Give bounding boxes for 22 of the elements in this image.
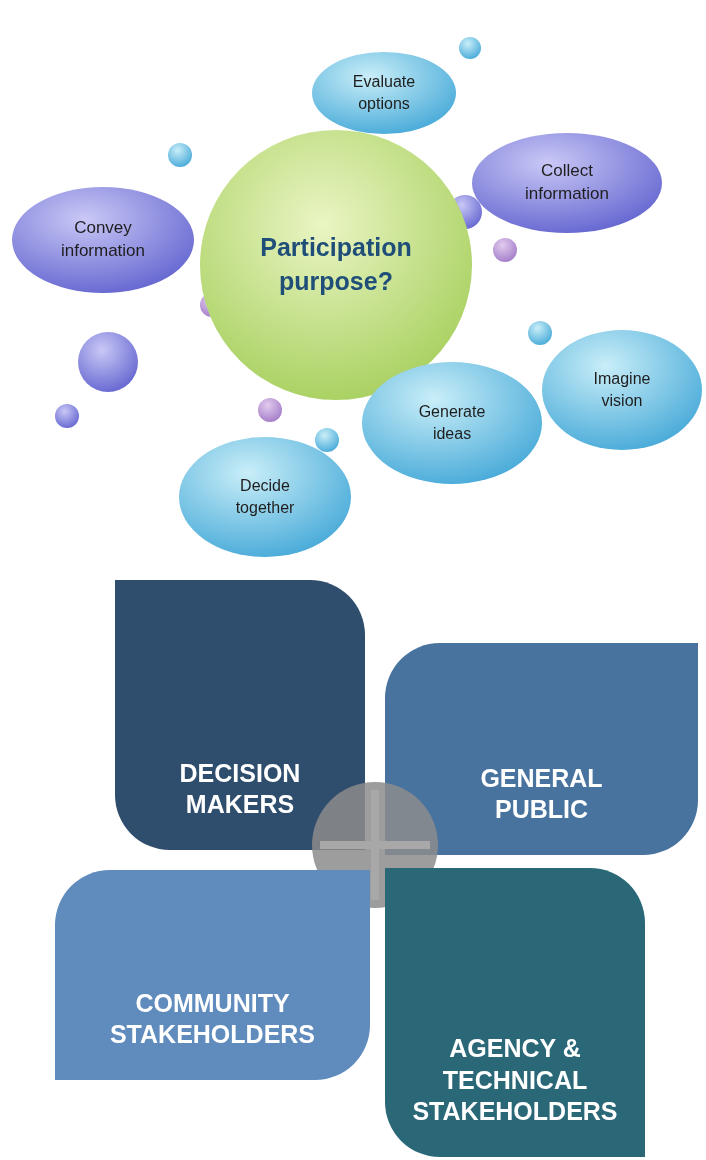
leaf-panel bbox=[115, 580, 365, 850]
oval-bubble bbox=[312, 52, 456, 134]
bubble-label: Convey information bbox=[59, 217, 147, 262]
central-circle bbox=[200, 130, 472, 400]
bubble-label: Evaluate options bbox=[351, 72, 417, 114]
panel-title: DECISION MAKERS bbox=[178, 757, 302, 820]
bubble-label: Generate ideas bbox=[417, 402, 487, 444]
oval-bubble bbox=[542, 330, 702, 450]
panel-title: COMMUNITY STAKEHOLDERS bbox=[108, 987, 317, 1050]
central-question: Participation purpose? bbox=[259, 232, 413, 297]
bubble-label: Decide together bbox=[234, 476, 296, 518]
panel-title: AGENCY & TECHNICAL STAKEHOLDERS bbox=[411, 1033, 619, 1127]
bubble-label: Collect information bbox=[523, 160, 611, 205]
bubble-label: Imagine vision bbox=[592, 369, 652, 411]
leaf-panel bbox=[55, 870, 370, 1080]
oval-bubble bbox=[12, 187, 194, 293]
oval-bubble bbox=[472, 133, 662, 233]
oval-bubble bbox=[362, 362, 542, 484]
oval-bubble bbox=[179, 437, 351, 557]
leaf-panel bbox=[385, 868, 645, 1157]
leaf-panel bbox=[385, 643, 698, 855]
panel-title: GENERAL PUBLIC bbox=[479, 762, 604, 825]
